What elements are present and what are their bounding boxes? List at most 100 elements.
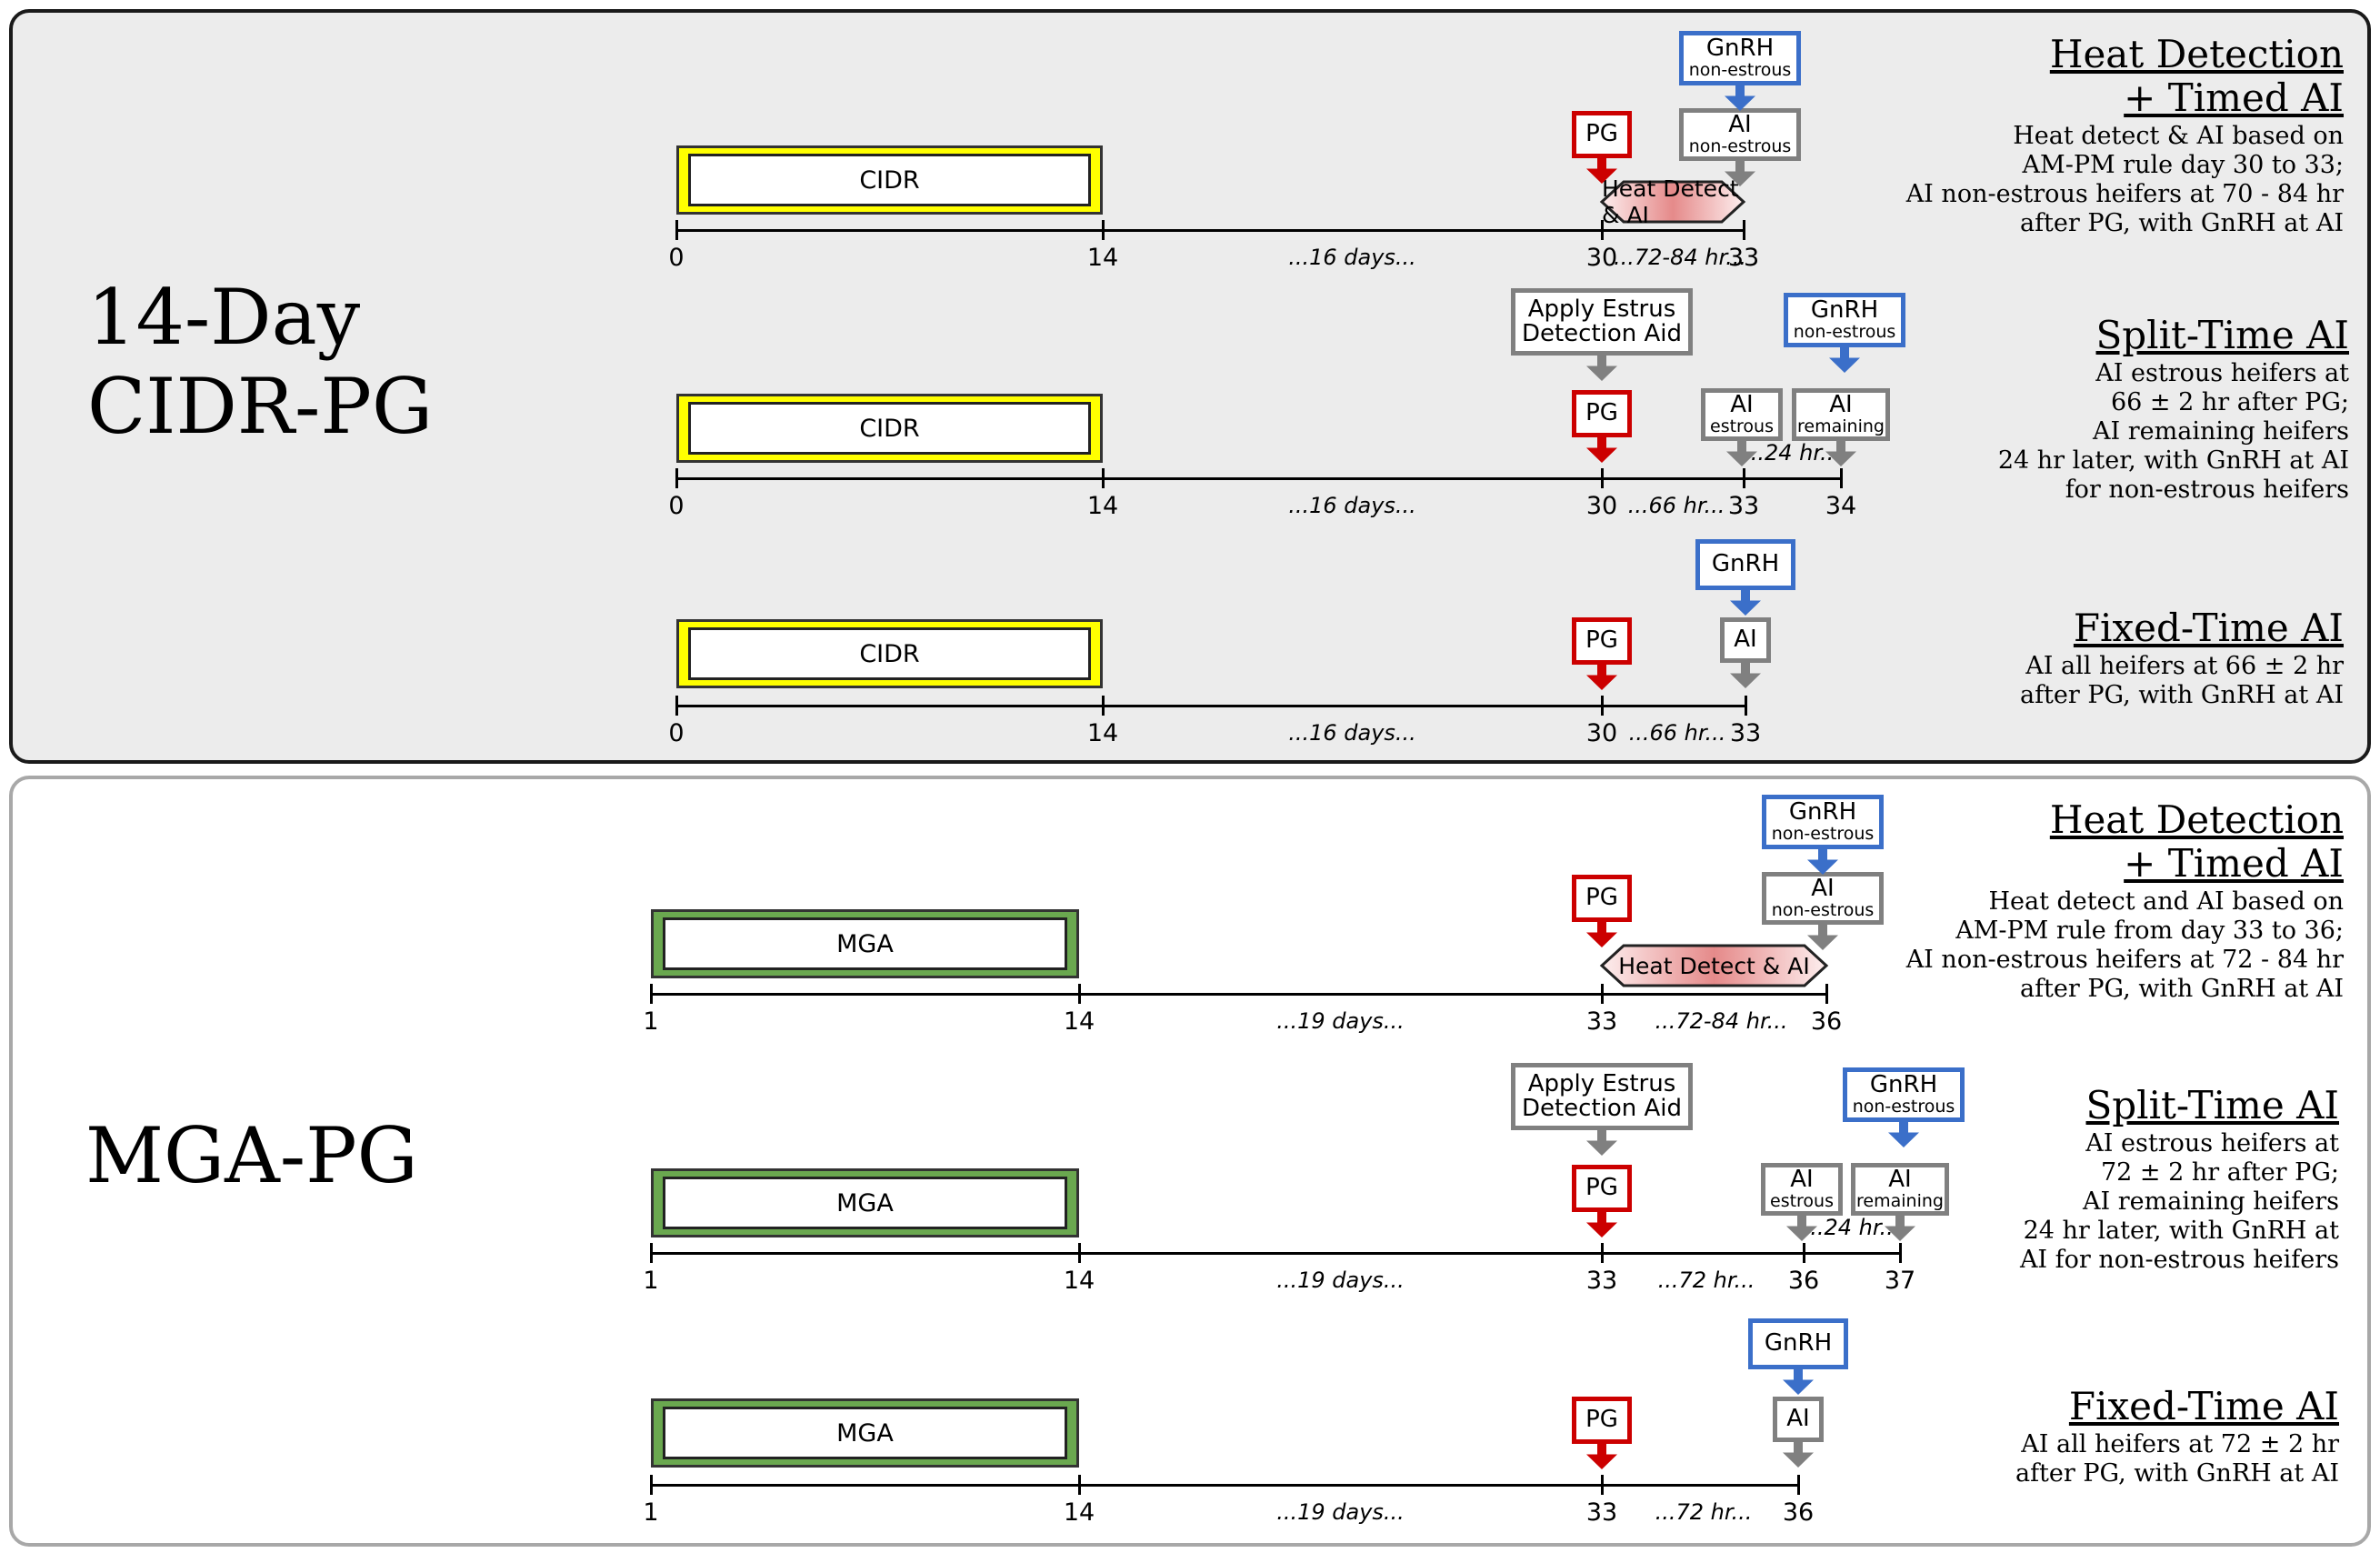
s0-split-row-day-start: 0	[668, 492, 685, 520]
s0-heat-row-gap-device: ...16 days...	[1288, 245, 1416, 270]
section-title-mga: MGA-PG	[85, 1111, 418, 1200]
s1-fixed-row-pg-flag-arrow	[1586, 1442, 1617, 1469]
s1-fixed-row-gap-pg: ...72 hr...	[1655, 1499, 1753, 1525]
s0-split-row-aid-line2: Detection Aid	[1521, 320, 1683, 347]
s1-fixed-row-tick-end_device	[1078, 1475, 1081, 1495]
s0-split-row-tick-ai1	[1743, 468, 1745, 488]
s0-fixed-row-gnrh-flag: GnRH	[1695, 539, 1795, 590]
s1-heat-row-summary-desc-line: after PG, with GnRH at AI	[2019, 975, 2344, 1003]
s1-split-row-summary-title-line1: Split-Time AI	[2085, 1083, 2340, 1127]
s0-heat-row-heat-band-label: Heat Detect & AI	[1602, 175, 1739, 228]
s1-heat-row-gnrh-flag-label: GnRH	[1788, 798, 1857, 827]
s1-heat-row-pg-flag-arrow	[1586, 920, 1617, 947]
s1-split-row-day-end_device: 14	[1063, 1267, 1095, 1295]
s0-split-row-summary-desc-line: 24 hr later, with GnRH at AI	[1997, 446, 2349, 475]
s0-split-row-ai2-flag-sub: remaining	[1797, 416, 1885, 436]
s1-heat-row-line	[651, 993, 1826, 996]
s0-heat-row-gnrh-flag-label: GnRH	[1705, 35, 1775, 63]
s1-split-row-summary-desc-line: AI for non-estrous heifers	[2019, 1246, 2339, 1274]
s1-split-row-tick-start	[650, 1243, 653, 1263]
s1-split-row-aid-line1: Apply Estrus	[1527, 1069, 1676, 1097]
s1-split-row-gap-ai: ...24 hr...	[1803, 1215, 1901, 1240]
s1-split-row-device-label: MGA	[663, 1177, 1067, 1229]
s0-split-row-pg-flag-label: PG	[1585, 399, 1618, 427]
s0-split-row-gap-pg: ...66 hr...	[1627, 493, 1725, 518]
s1-fixed-row-ai-flag-label: AI	[1786, 1405, 1810, 1433]
s0-heat-row-heat-band	[1599, 180, 1746, 224]
s1-heat-row-tick-ai	[1825, 984, 1828, 1004]
s0-heat-row-day-pg: 30	[1585, 244, 1618, 272]
s1-split-row-gnrh-flag-arrow	[1888, 1120, 1919, 1147]
s0-fixed-row-gap-pg: ...66 hr...	[1628, 720, 1726, 746]
s1-fixed-row-day-start: 1	[643, 1498, 659, 1527]
section-title-cidr: 14-Day CIDR-PG	[87, 273, 434, 451]
s0-fixed-row-tick-end_device	[1102, 696, 1105, 716]
s1-split-row-gap-pg: ...72 hr...	[1657, 1267, 1755, 1293]
s1-fixed-row-ai-flag-arrow	[1783, 1440, 1814, 1468]
s0-heat-row-ai-flag-arrow	[1725, 159, 1755, 186]
s1-split-row-aid-line2: Detection Aid	[1521, 1095, 1683, 1122]
s1-heat-row-day-start: 1	[643, 1007, 659, 1036]
s1-split-row-pg-flag-arrow	[1586, 1210, 1617, 1237]
s0-fixed-row-gnrh-flag-arrow	[1730, 588, 1761, 616]
s1-fixed-row-tick-ai	[1797, 1475, 1800, 1495]
s1-fixed-row-tick-pg	[1601, 1475, 1604, 1495]
s1-heat-row-day-pg: 33	[1585, 1007, 1618, 1036]
s0-heat-row-tick-end_device	[1102, 220, 1105, 240]
s1-fixed-row-ai-flag: AI	[1773, 1397, 1824, 1442]
s0-heat-row-summary-title: Heat Detection+ Timed AI	[2050, 33, 2344, 120]
s1-heat-row-device-label: MGA	[663, 917, 1067, 970]
s0-split-row-summary-desc-line: AI remaining heifers	[2093, 417, 2349, 446]
s0-split-row-ai1-flag-sub: estrous	[1710, 416, 1774, 436]
s0-split-row-line	[676, 477, 1841, 480]
s1-heat-row-gap-pg: ...72-84 hr...	[1655, 1008, 1788, 1034]
s0-split-row-tick-end_device	[1102, 468, 1105, 488]
s0-fixed-row-gap-device: ...16 days...	[1288, 720, 1416, 746]
s1-split-row-ai2-flag-label: AI	[1888, 1166, 1912, 1194]
s1-fixed-row-summary-desc-line: after PG, with GnRH at AI	[2015, 1459, 2339, 1488]
s1-split-row-pg-flag: PG	[1572, 1165, 1632, 1212]
s0-heat-row-summary-title-line2: + Timed AI	[2124, 75, 2344, 120]
s0-split-row-device-label: CIDR	[688, 402, 1091, 455]
s1-heat-row-summary-title-line2: + Timed AI	[2124, 841, 2344, 886]
s1-heat-row-heat-band-label: Heat Detect & AI	[1618, 952, 1810, 979]
s1-fixed-row-day-pg: 33	[1585, 1498, 1618, 1527]
s0-heat-row-gap-pg: ...72-84 hr...	[1613, 245, 1747, 270]
s0-fixed-row-tick-pg	[1601, 696, 1604, 716]
s1-split-row-ai2-flag-sub: remaining	[1856, 1190, 1944, 1211]
s1-fixed-row-summary-desc-line: AI all heifers at 72 ± 2 hr	[2021, 1430, 2339, 1458]
s0-fixed-row-ai-flag-arrow	[1730, 661, 1761, 688]
s0-heat-row-pg-flag: PG	[1572, 111, 1632, 158]
s0-heat-row-day-end_device: 14	[1086, 244, 1119, 272]
s1-heat-row-ai-flag-sub: non-estrous	[1771, 899, 1875, 920]
s0-fixed-row-pg-flag: PG	[1572, 617, 1632, 665]
s1-split-row-day-start: 1	[643, 1267, 659, 1295]
s0-fixed-row-day-ai: 33	[1729, 719, 1762, 747]
s1-heat-row-gap-device: ...19 days...	[1276, 1008, 1405, 1034]
s0-split-row-pg-flag-arrow	[1586, 436, 1617, 463]
s1-fixed-row-gap-device: ...19 days...	[1276, 1499, 1405, 1525]
s0-fixed-row-pg-flag-label: PG	[1585, 626, 1618, 655]
s0-fixed-row-summary-title-line1: Fixed-Time AI	[2073, 606, 2344, 650]
s1-heat-row-heat-band	[1599, 944, 1829, 987]
s0-split-row-gnrh-flag-arrow	[1829, 346, 1860, 373]
s1-split-row-summary-desc-line: AI estrous heifers at	[2085, 1129, 2339, 1157]
s0-split-row-summary-title-line1: Split-Time AI	[2095, 313, 2350, 357]
s1-fixed-row-device-label: MGA	[663, 1407, 1067, 1459]
s0-split-row-ai1-flag-label: AI	[1730, 391, 1754, 419]
s0-heat-row-ai-flag-label: AI	[1728, 111, 1752, 139]
s1-split-row-day-ai1: 36	[1787, 1267, 1820, 1295]
s0-fixed-row-pg-flag-arrow	[1586, 663, 1617, 690]
s0-split-row-day-end_device: 14	[1086, 492, 1119, 520]
s1-split-row-summary-desc-line: 72 ± 2 hr after PG;	[2100, 1158, 2339, 1187]
